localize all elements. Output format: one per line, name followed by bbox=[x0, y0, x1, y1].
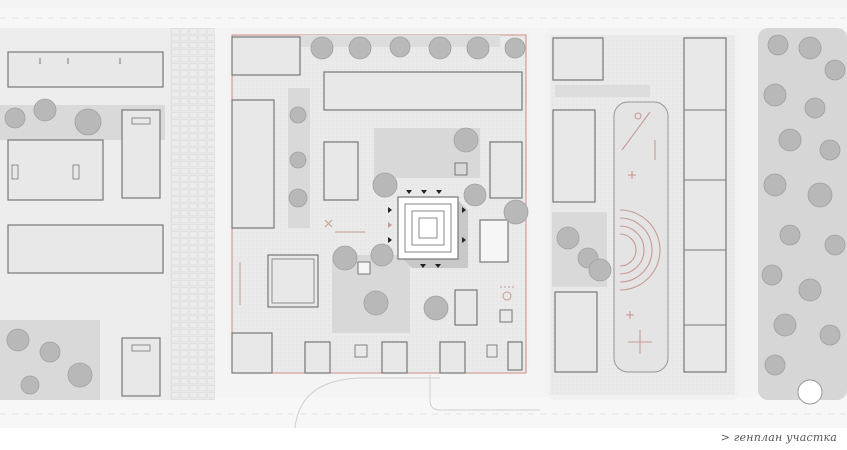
central-site bbox=[228, 28, 530, 375]
accent-markings bbox=[239, 219, 515, 305]
main-building bbox=[388, 190, 468, 268]
plaza-markings bbox=[619, 111, 661, 354]
right-middle-block bbox=[545, 28, 740, 400]
roads bbox=[0, 8, 847, 428]
site-plan-drawing bbox=[0, 0, 847, 428]
plan-caption: > генплан участка bbox=[720, 431, 837, 444]
left-block bbox=[0, 28, 215, 400]
trees bbox=[4, 34, 846, 395]
plaza bbox=[613, 101, 669, 373]
right-park bbox=[758, 28, 847, 405]
